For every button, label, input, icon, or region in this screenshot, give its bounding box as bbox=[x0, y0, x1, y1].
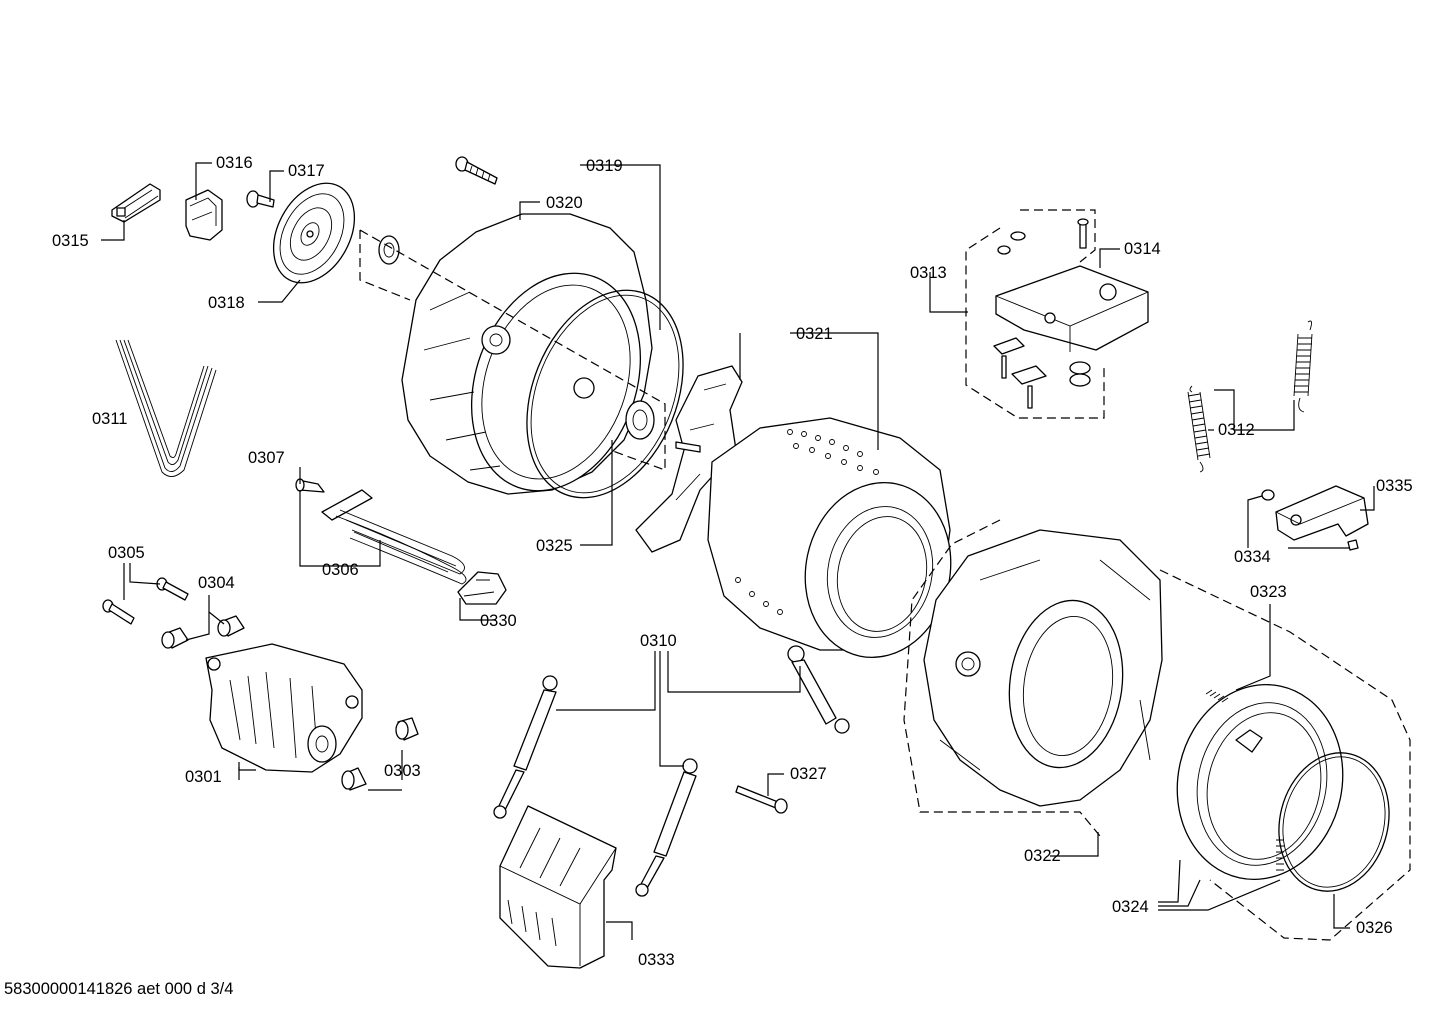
label-0335: 0335 bbox=[1376, 477, 1413, 495]
part-0323-door-seal bbox=[1176, 683, 1344, 881]
part-0315-bracket bbox=[111, 183, 161, 223]
leader-lines bbox=[101, 162, 1375, 940]
label-0317: 0317 bbox=[288, 162, 325, 180]
label-0304: 0304 bbox=[198, 574, 235, 592]
part-0312-spring-left bbox=[1187, 385, 1211, 473]
label-0307: 0307 bbox=[248, 449, 285, 467]
part-number-labels: 0301 0303 0304 0305 0306 0307 0310 0311 … bbox=[52, 154, 1413, 969]
part-0322-outline bbox=[903, 519, 1411, 941]
part-0322-front-tub bbox=[923, 529, 1163, 807]
label-0301: 0301 bbox=[185, 768, 222, 786]
part-0305-screws bbox=[102, 577, 189, 625]
part-0335-cover bbox=[1275, 485, 1369, 541]
label-0316: 0316 bbox=[216, 154, 253, 172]
label-0325: 0325 bbox=[536, 537, 573, 555]
part-0310-shock-absorber-1 bbox=[493, 675, 558, 819]
label-0310: 0310 bbox=[640, 632, 677, 650]
label-0322: 0322 bbox=[1024, 847, 1061, 865]
part-0311-belt bbox=[115, 339, 217, 477]
label-0333: 0333 bbox=[638, 951, 675, 969]
label-0320: 0320 bbox=[546, 194, 583, 212]
part-0320-rear-tub bbox=[378, 213, 653, 495]
label-0330: 0330 bbox=[480, 612, 517, 630]
part-0310-shock-absorber-3 bbox=[787, 645, 850, 734]
part-0321-drum bbox=[707, 417, 952, 659]
part-0334-screw-washer bbox=[1261, 489, 1359, 551]
part-0319-screw bbox=[455, 156, 498, 185]
label-0326: 0326 bbox=[1356, 919, 1393, 937]
label-0303: 0303 bbox=[384, 762, 421, 780]
part-0313-kit-hardware bbox=[993, 218, 1091, 409]
part-0327-bolt bbox=[735, 785, 788, 814]
label-0334: 0334 bbox=[1234, 548, 1271, 566]
label-0315: 0315 bbox=[52, 232, 89, 250]
part-0316-clip bbox=[185, 189, 223, 241]
part-0318-pulley bbox=[272, 182, 356, 284]
label-0305: 0305 bbox=[108, 544, 145, 562]
label-0323: 0323 bbox=[1250, 583, 1287, 601]
part-0303-buffers bbox=[341, 717, 419, 791]
part-0317-bolt bbox=[246, 190, 275, 208]
part-0310-shock-absorber-2 bbox=[635, 758, 698, 897]
label-0327: 0327 bbox=[790, 765, 827, 783]
drawing-reference-number: 58300000141826 aet 000 d 3/4 bbox=[4, 980, 234, 998]
label-0312: 0312 bbox=[1218, 421, 1255, 439]
part-0312-spring-right bbox=[1293, 320, 1313, 413]
part-0330-holder bbox=[457, 571, 507, 605]
label-0311: 0311 bbox=[92, 410, 127, 428]
part-0306-heater bbox=[321, 489, 467, 585]
label-0319: 0319 bbox=[586, 157, 623, 175]
label-0314: 0314 bbox=[1124, 240, 1161, 258]
part-drum-spider bbox=[635, 365, 743, 553]
part-0304-buffers bbox=[161, 615, 245, 649]
part-0325-gasket-ring bbox=[526, 289, 684, 499]
label-0324: 0324 bbox=[1112, 898, 1149, 916]
part-0313-kit-outline bbox=[965, 209, 1105, 419]
label-0318: 0318 bbox=[208, 294, 245, 312]
part-0301-motor bbox=[205, 643, 363, 773]
part-0326-clamp-ring bbox=[1278, 752, 1390, 892]
label-0313: 0313 bbox=[910, 264, 947, 282]
label-0321: 0321 bbox=[796, 325, 833, 343]
part-0333-container bbox=[499, 805, 617, 969]
part-0314-bracket-plate bbox=[995, 265, 1149, 352]
label-0306: 0306 bbox=[322, 561, 359, 579]
